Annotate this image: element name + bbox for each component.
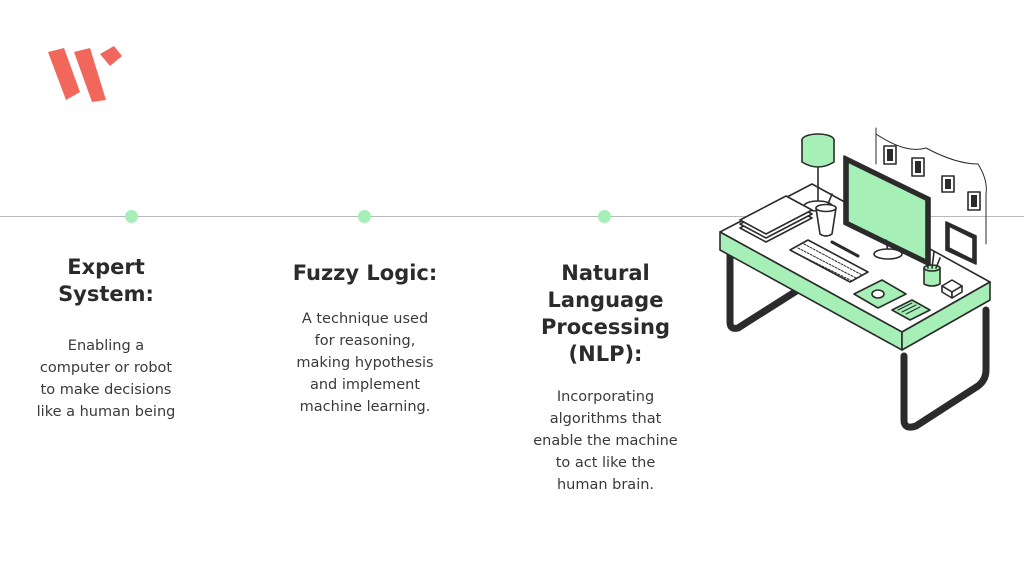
- small-box-icon: [941, 279, 963, 299]
- desk-legs-icon: [726, 250, 990, 431]
- pen-holder-icon: [923, 251, 941, 287]
- paper-stack-icon: [739, 195, 813, 243]
- section-fuzzy-logic: Fuzzy Logic: A technique used for reason…: [290, 260, 440, 418]
- section-title: Fuzzy Logic:: [292, 261, 438, 285]
- wall-tablet-icon: [945, 221, 977, 265]
- section-expert-system: Expert System: Enabling a computer or ro…: [36, 254, 176, 423]
- desk-workstation-illustration: [719, 127, 991, 431]
- calculator-icon: [891, 299, 931, 321]
- timeline-dot-3: [598, 210, 611, 223]
- section-title: Expert System:: [58, 255, 154, 306]
- section-body: A technique used for reasoning, making h…: [296, 311, 434, 415]
- brand-logo-icon: [48, 46, 122, 102]
- timeline-line: [0, 216, 1024, 217]
- wall-frames-icon: [875, 127, 987, 245]
- timeline-dot-1: [125, 210, 138, 223]
- timeline-dot-2: [358, 210, 371, 223]
- section-body: Incorporating algorithms that enable the…: [533, 389, 678, 493]
- section-title: Natural Language Processing (NLP):: [540, 261, 671, 366]
- cup-icon: [815, 193, 837, 237]
- section-nlp: Natural Language Processing (NLP): Incor…: [533, 260, 678, 496]
- keyboard-icon: [789, 239, 869, 283]
- section-body: Enabling a computer or robot to make dec…: [36, 338, 176, 420]
- mouse-pad-icon: [853, 279, 907, 309]
- pen-icon: [830, 240, 860, 258]
